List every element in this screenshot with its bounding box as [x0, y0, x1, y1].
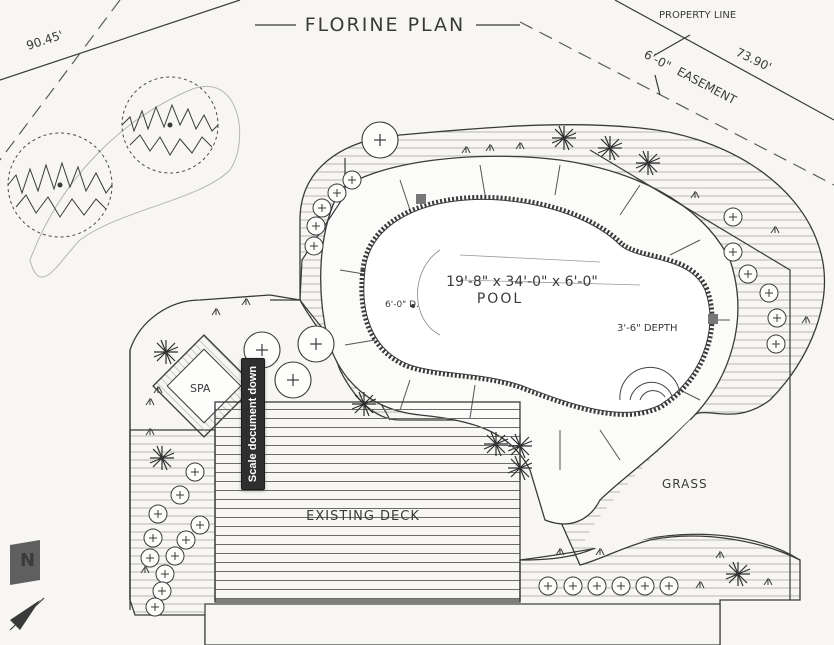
property-line-label: PROPERTY LINE — [659, 10, 736, 21]
north-label: N — [20, 550, 35, 571]
easement-label: EASEMENT — [675, 64, 740, 107]
grass-label: GRASS — [662, 477, 708, 491]
deep-end-label: 6'-0" D. — [385, 300, 419, 310]
easement-width-label: 6'-0" — [642, 47, 674, 73]
tooltip-text: Scale document down — [247, 365, 259, 483]
pool-label: POOL — [477, 291, 523, 307]
north-arrow-icon — [9, 540, 45, 631]
property-lines — [0, 0, 834, 186]
existing-deck — [204, 401, 721, 645]
shallow-end-label: 3'-6" DEPTH — [617, 323, 678, 334]
scale-document-tooltip: Scale document down — [241, 358, 265, 490]
dim-left-label: 90.45' — [25, 28, 65, 53]
pool — [359, 194, 718, 417]
deck-label: EXISTING DECK — [306, 509, 420, 524]
plan-title: FLORINE PLAN — [305, 14, 466, 36]
spa-label: SPA — [190, 382, 211, 395]
existing-trees — [7, 76, 241, 278]
grass-area — [585, 420, 795, 551]
pool-dimensions-label: 19'-8" x 34'-0" x 6'-0" — [446, 274, 598, 290]
dim-right-label: 73.90' — [734, 45, 774, 74]
